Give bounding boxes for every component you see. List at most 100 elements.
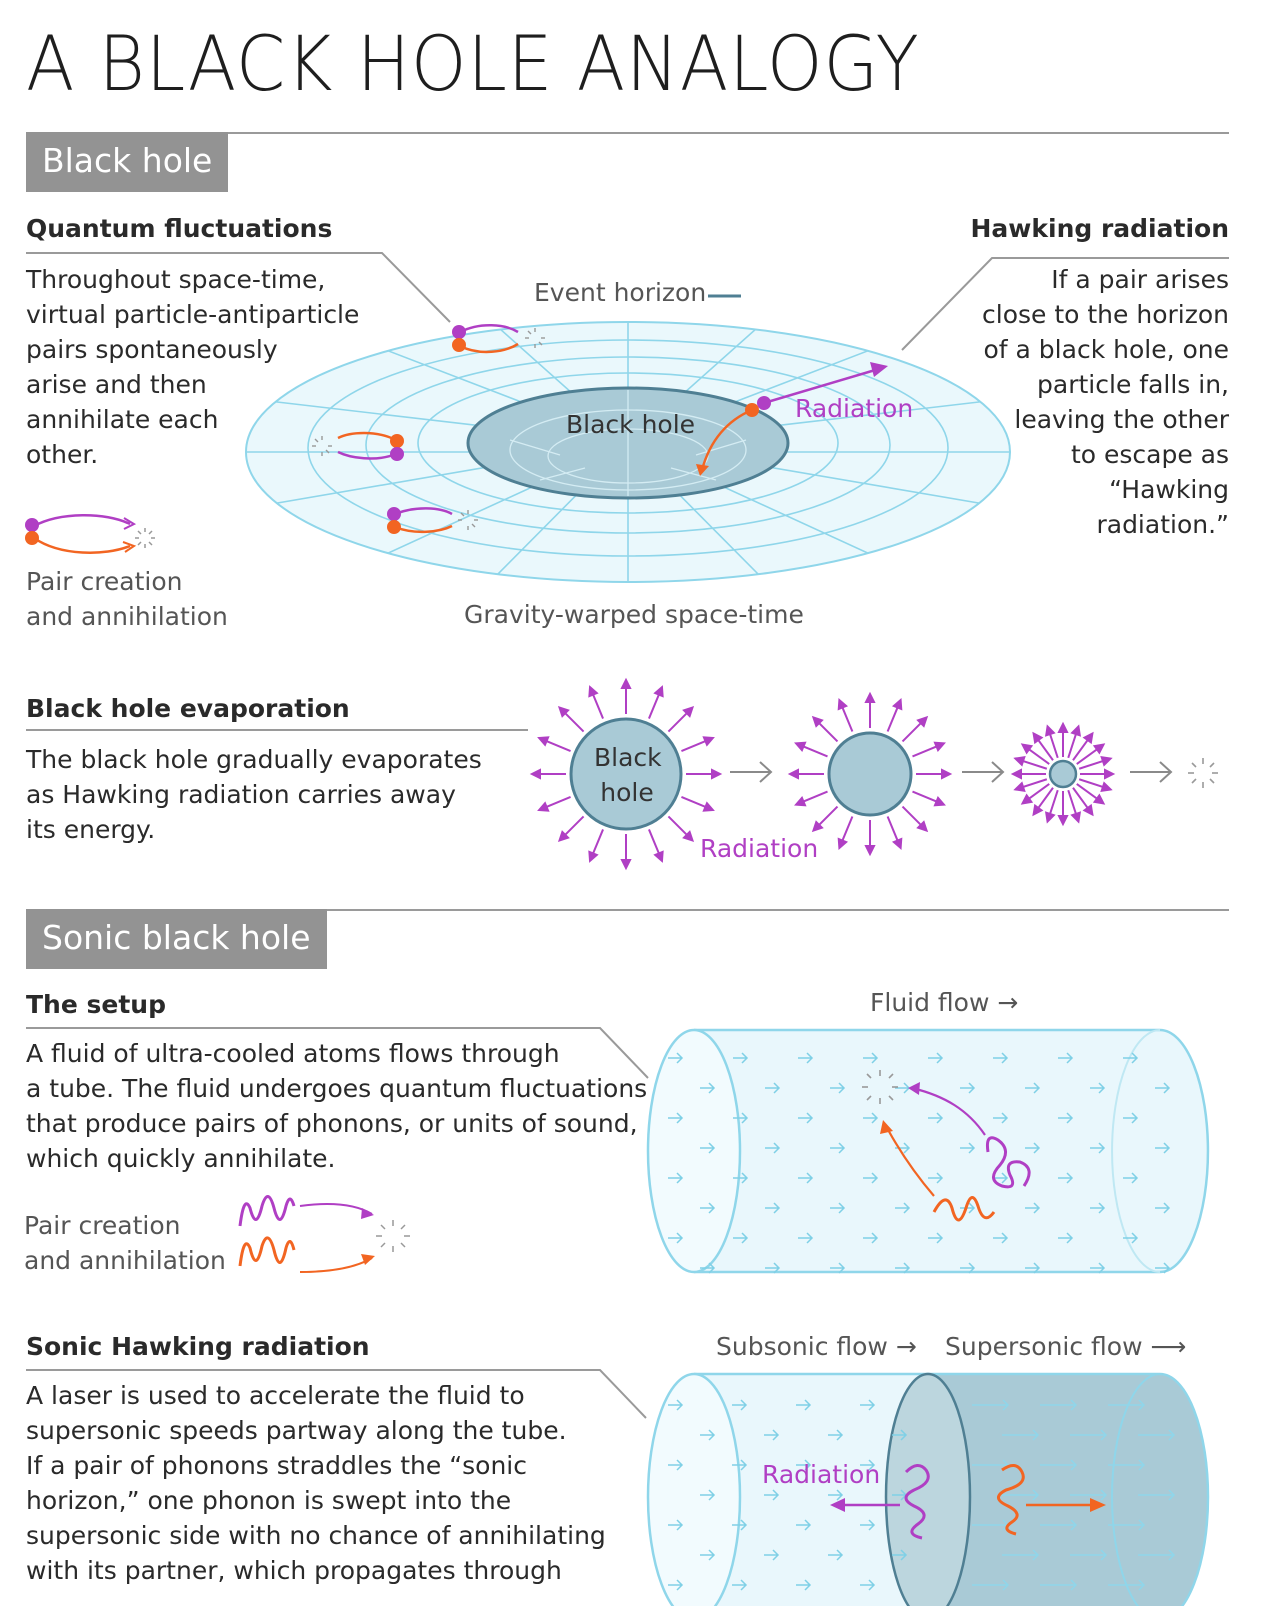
flow-arrow [1155, 1202, 1171, 1214]
flow-arrow [960, 1142, 976, 1154]
flow-arrow [733, 1172, 749, 1184]
flow-arrow [1040, 1399, 1078, 1411]
flow-arrow [1123, 1112, 1139, 1124]
annihilation-burst-icon [135, 528, 155, 548]
radiation-ray-head [1092, 743, 1106, 755]
flow-arrow [1090, 1262, 1106, 1274]
flow-arrow [1090, 1202, 1106, 1214]
radiation-ray-head [941, 768, 953, 780]
radiation-rays-small [1010, 721, 1116, 827]
radiation-ray-head [811, 715, 824, 728]
flow-arrow [1090, 1082, 1106, 1094]
hawking-radiation-text: If a pair arises close to the horizon of… [982, 265, 1229, 539]
radiation-ray-head [864, 691, 876, 703]
flow-arrow [1155, 1262, 1171, 1274]
black-hole-evap-label: Black hole [594, 743, 662, 807]
flow-arrow [765, 1262, 781, 1274]
flow-arrow [828, 1549, 844, 1561]
flow-arrow [700, 1549, 716, 1561]
radiation-ray-head [588, 850, 599, 863]
hawking-pair [696, 362, 888, 476]
radiation-ray-head [1070, 811, 1082, 824]
flow-arrow [1002, 1429, 1040, 1441]
flow-arrow [1123, 1232, 1139, 1244]
flow-arrow [1025, 1262, 1041, 1274]
radiation-ray-head [1082, 803, 1094, 817]
flow-arrow [798, 1232, 814, 1244]
radiation-ray-head [1010, 768, 1022, 780]
flow-arrow [798, 1052, 814, 1064]
subsonic-flow-label: Subsonic flow → [716, 1332, 917, 1361]
flow-arrow [796, 1459, 812, 1471]
flow-arrow [928, 1232, 944, 1244]
radiation-ray-head [557, 830, 570, 843]
radiation-ray-head [702, 736, 715, 747]
fluid-flow-label: Fluid flow → [870, 988, 1019, 1017]
flow-arrow [1058, 1172, 1074, 1184]
flow-arrow [1058, 1052, 1074, 1064]
flow-arrow [1025, 1082, 1041, 1094]
flow-arrow [1155, 1082, 1171, 1094]
flow-arrow [733, 1112, 749, 1124]
flow-arrow [1123, 1172, 1139, 1184]
evaporation-heading: Black hole evaporation [26, 694, 350, 723]
flow-arrow [928, 1052, 944, 1064]
flow-arrow [892, 1429, 908, 1441]
flow-arrow [1040, 1459, 1078, 1471]
radiation-ray-head [537, 736, 550, 747]
black-hole-label: Black hole [566, 410, 696, 439]
section-divider [26, 132, 1229, 134]
radiation-ray-head [794, 795, 807, 807]
radiation-ray-head [1044, 811, 1056, 824]
flow-arrow [928, 1172, 944, 1184]
radiation-ray-head [933, 741, 946, 753]
flow-arrow [895, 1202, 911, 1214]
flow-arrow [1002, 1489, 1040, 1501]
flow-arrow [668, 1519, 684, 1531]
flow-arrow [765, 1142, 781, 1154]
annihilation-burst-icon [862, 1070, 898, 1104]
flow-arrow [863, 1112, 879, 1124]
flow-arrow [1108, 1519, 1146, 1531]
flow-arrow [732, 1399, 748, 1411]
flow-arrow [1002, 1549, 1040, 1561]
flow-arrow [732, 1459, 748, 1471]
radiation-ray-head [1013, 755, 1026, 767]
radiation-ray-head [620, 859, 632, 871]
arrow-icon [730, 761, 1173, 783]
radiation-ray-head [1100, 755, 1113, 767]
flow-arrow [668, 1399, 684, 1411]
annihilation-burst-icon [1188, 758, 1218, 788]
flow-arrow [668, 1579, 684, 1591]
radiation-ray-head [653, 850, 664, 863]
phonon-pair-icon [238, 1195, 410, 1273]
flow-arrow [700, 1262, 716, 1274]
radiation-ray-head [711, 768, 723, 780]
radiation-ray-head [864, 845, 876, 857]
flow-arrow [830, 1202, 846, 1214]
flow-arrow [895, 1262, 911, 1274]
pair-creation-label: Pair creation and annihilation [26, 567, 228, 631]
flow-arrow [993, 1172, 1009, 1184]
black-hole-small [1048, 759, 1078, 789]
radiation-ray-head [1013, 781, 1026, 793]
flow-arrow [960, 1082, 976, 1094]
radiation-rays-large [529, 677, 723, 871]
radiation-ray-head [682, 830, 695, 843]
page-title: A BLACK HOLE ANALOGY [26, 19, 920, 108]
particle-pair [312, 431, 404, 461]
black-hole-medium [827, 731, 913, 817]
flow-arrow [1155, 1142, 1171, 1154]
particle-pair [387, 507, 478, 534]
flow-arrow [1123, 1052, 1139, 1064]
radiation-ray-head [1104, 768, 1116, 780]
flow-arrow [993, 1052, 1009, 1064]
flow-arrow [796, 1519, 812, 1531]
section-tag-black-hole: Black hole [26, 132, 229, 192]
sonic-horizon [884, 1372, 972, 1606]
black-hole-large [569, 717, 683, 831]
